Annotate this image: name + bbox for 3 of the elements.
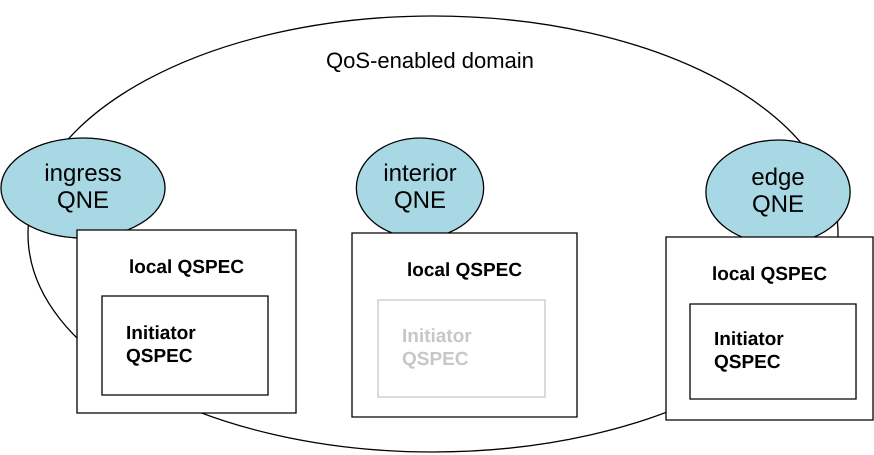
qspec-box: Initiator QSPEC	[689, 303, 857, 400]
qspec-box: Initiator QSPEC	[101, 295, 269, 396]
qspec-box: Initiator QSPEC	[377, 299, 546, 398]
